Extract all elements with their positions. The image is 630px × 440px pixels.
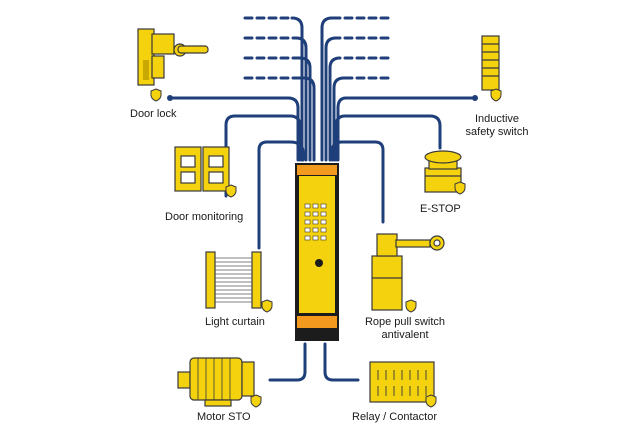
- wire-spare-left: [302, 76, 316, 162]
- wire-door-monitoring: [224, 114, 302, 198]
- wires: [167, 16, 478, 382]
- safety-controller: [295, 163, 339, 341]
- label-door-monitoring: Door monitoring: [165, 211, 244, 223]
- shield-badge-icon: [405, 299, 417, 313]
- relay-contactor-icon: [369, 361, 435, 403]
- wire-estop: [334, 114, 442, 162]
- wire-inductive: [336, 96, 477, 162]
- shield-badge-icon: [150, 88, 162, 102]
- controller-bottom-terminals: [297, 316, 337, 328]
- wire-spare-right: [320, 16, 334, 162]
- wire-spare-right: [328, 56, 342, 162]
- wire-motor: [268, 342, 307, 382]
- wire-spare-left: [298, 56, 312, 162]
- rope-pull-switch-icon: [371, 233, 445, 311]
- wire-light-curtain: [257, 140, 305, 250]
- shield-badges: [150, 88, 502, 408]
- light-curtain-icon: [205, 251, 262, 309]
- wire-door-lock: [168, 96, 300, 162]
- label-inductive-line1: Inductive: [474, 113, 520, 125]
- door-lock-icon: [137, 28, 209, 86]
- door-hinge-switch-icon: [174, 146, 230, 192]
- controller-knob: [315, 259, 323, 267]
- label-rope-line2: antivalent: [381, 329, 429, 341]
- wire-spare-right: [332, 76, 346, 162]
- controller-top-terminals: [297, 165, 337, 175]
- label-motor-sto: Motor STO: [197, 411, 251, 423]
- shield-badge-icon: [250, 394, 262, 408]
- shield-badge-icon: [490, 88, 502, 102]
- label-estop: E-STOP: [420, 203, 461, 215]
- wire-spare-left: [290, 16, 304, 162]
- wire-spare-right: [324, 36, 338, 162]
- wire-relay: [323, 342, 360, 382]
- motor-icon: [177, 357, 255, 407]
- label-relay: Relay / Contactor: [352, 411, 437, 423]
- wire-end-dot: [167, 95, 173, 101]
- shield-badge-icon: [425, 394, 437, 408]
- controller-front-panel: [299, 176, 335, 313]
- label-rope-line1: Rope pull switch: [364, 316, 446, 328]
- label-inductive-line2: safety switch: [465, 126, 529, 138]
- shield-badge-icon: [225, 184, 237, 198]
- wire-end-dot: [472, 95, 478, 101]
- label-door-lock: Door lock: [130, 108, 177, 120]
- inductive-sensor-icon: [481, 35, 500, 91]
- shield-badge-icon: [454, 181, 466, 195]
- controller-led-grid: [304, 203, 327, 241]
- wire-spare-left: [294, 36, 308, 162]
- wire-rope-pull: [330, 140, 385, 224]
- label-light-curtain: Light curtain: [205, 316, 265, 328]
- shield-badge-icon: [261, 299, 273, 313]
